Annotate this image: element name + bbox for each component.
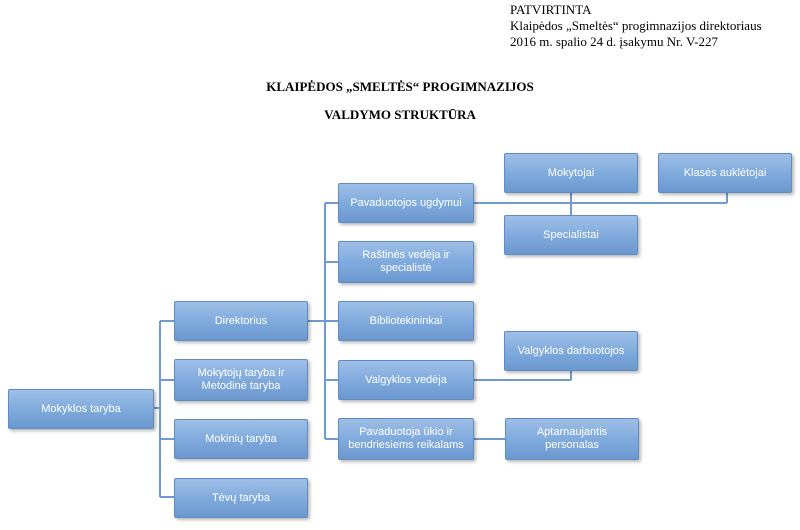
approval-line-3: 2016 m. spalio 24 d. įsakymu Nr. V-227 — [510, 34, 719, 49]
node-tevu-taryba: Tėvų taryba — [174, 478, 308, 518]
node-valgyklos-darbuotojos: Valgyklos darbuotojos — [504, 331, 638, 371]
approval-line-2: Klaipėdos „Smeltės“ progimnazijos direkt… — [510, 18, 762, 33]
diagram-subtitle: VALDYMO STRUKTŪRA — [324, 107, 476, 122]
node-mokiniu-taryba: Mokinių taryba — [174, 419, 308, 459]
approval-block: PATVIRTINTA Klaipėdos „Smeltės“ progimna… — [510, 2, 762, 50]
node-mokytoju-taryba: Mokytojų taryba ir Metodinė taryba — [174, 359, 308, 401]
node-bibliotekininkai: Bibliotekininkai — [338, 301, 474, 341]
diagram-title: KLAIPĖDOS „SMELTĖS“ PROGIMNAZIJOS — [266, 79, 534, 94]
node-rastines-vedeja: Raštinės vedėja ir specialistė — [338, 241, 474, 283]
node-pavaduotojos-ugdymui: Pavaduotojos ugdymui — [338, 183, 474, 223]
node-mokyklos-taryba: Mokyklos taryba — [8, 389, 154, 429]
node-valgyklos-vedeja: Valgyklos vedėja — [338, 360, 474, 400]
approval-line-1: PATVIRTINTA — [510, 2, 592, 17]
node-aptarnaujantis-personalas: Aptarnaujantis personalas — [505, 418, 639, 460]
node-klases-aukletojai: Klasės auklėtojai — [658, 153, 792, 193]
node-direktorius: Direktorius — [174, 301, 308, 341]
node-pavaduotoja-ukio: Pavaduotoja ūkio ir bendriesiems reikala… — [338, 418, 474, 460]
node-specialistai: Specialistai — [504, 215, 638, 255]
node-mokytojai: Mokytojai — [504, 153, 638, 193]
